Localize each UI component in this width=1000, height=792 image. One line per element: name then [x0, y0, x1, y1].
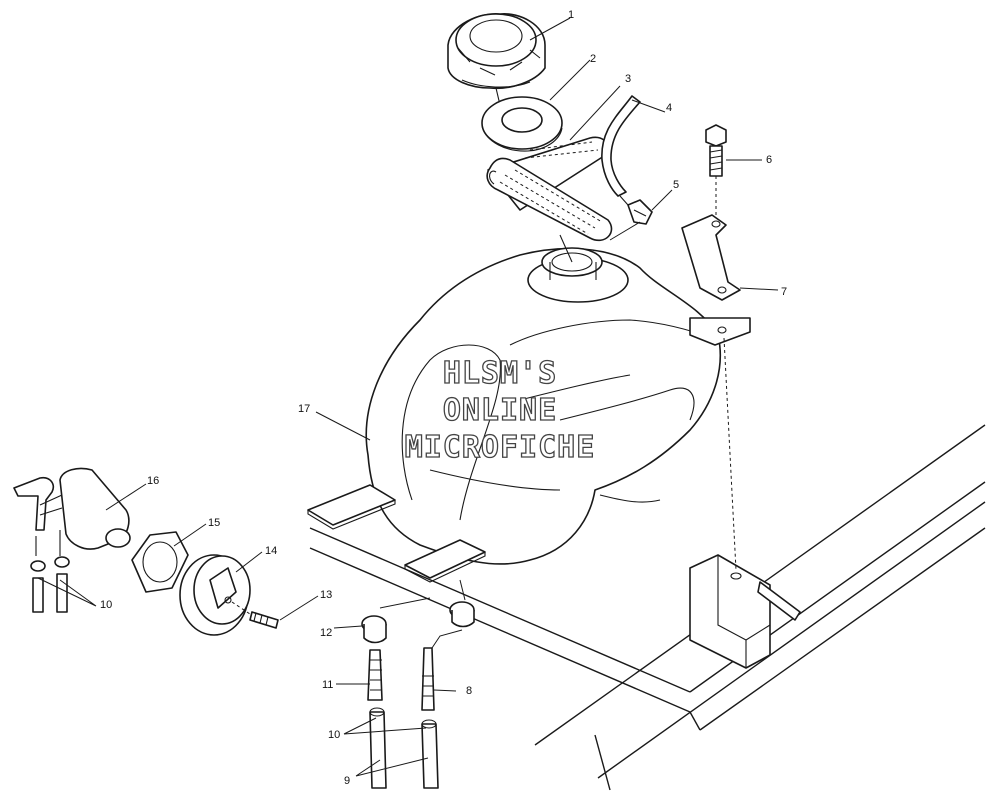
callout-17: 17 — [298, 403, 310, 415]
callout-12: 12 — [320, 627, 332, 639]
callout-5: 5 — [673, 179, 679, 191]
fuel-lines-bottom — [369, 707, 439, 789]
callout-4: 4 — [666, 102, 672, 114]
callout-9: 9 — [344, 775, 350, 787]
callout-1: 1 — [568, 9, 574, 21]
vent-fitting — [609, 195, 653, 241]
vent-hose — [601, 95, 641, 197]
callout-3: 3 — [625, 73, 631, 85]
callout-6: 6 — [766, 154, 772, 166]
callout-7: 7 — [781, 286, 787, 298]
foam-filter — [486, 136, 613, 263]
mount-bracket — [681, 214, 741, 301]
callout-2: 2 — [590, 53, 596, 65]
callout-8: 8 — [466, 685, 472, 697]
callout-16: 16 — [147, 475, 159, 487]
cap-gasket — [481, 96, 563, 152]
callout-11: 11 — [322, 679, 333, 691]
fuel-valve — [13, 467, 131, 556]
valve-knob — [179, 554, 251, 636]
tank-mounts — [361, 579, 475, 711]
leader-lines — [37, 17, 779, 777]
fuel-lines-left — [30, 556, 70, 613]
callout-15: 15 — [208, 517, 220, 529]
watermark-line-1: HLSM'S — [442, 355, 558, 391]
frame-bracket — [689, 554, 801, 669]
hex-nut — [131, 531, 189, 593]
callout-labels: 1 2 3 4 5 6 7 8 9 10 10 11 12 13 14 15 1… — [100, 9, 787, 787]
callout-10-bottom: 10 — [328, 729, 340, 741]
knob-screw — [231, 601, 279, 629]
watermark-line-3: MICROFICHE — [404, 429, 596, 465]
callout-10-left: 10 — [100, 599, 112, 611]
watermark-line-2: ONLINE — [442, 392, 558, 428]
callout-13: 13 — [320, 589, 332, 601]
fuel-tank — [307, 247, 751, 583]
callout-14: 14 — [265, 545, 277, 557]
fuel-cap — [447, 13, 546, 106]
